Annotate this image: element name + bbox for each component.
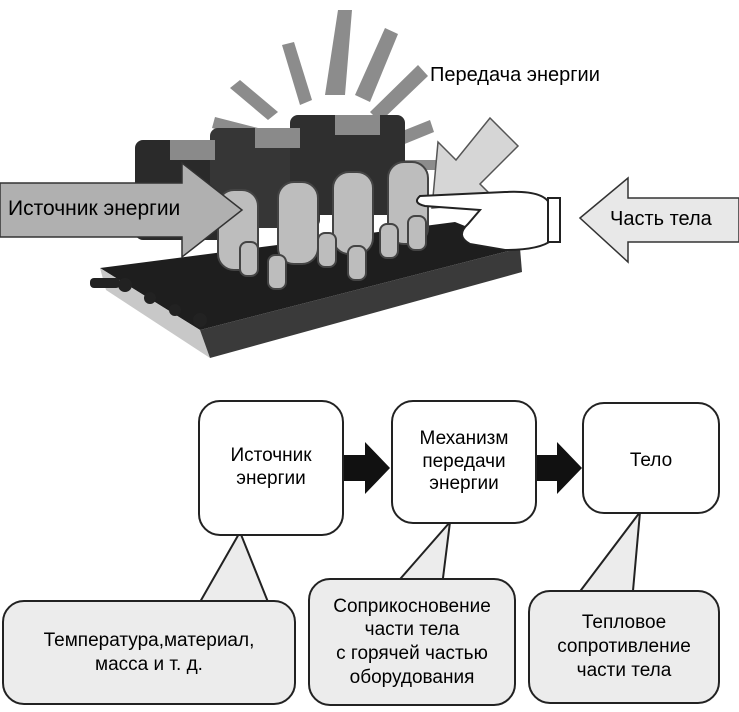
callout-mechanism: Соприкосновение части тела с горячей час… bbox=[308, 578, 516, 706]
flow-arrow-1 bbox=[342, 442, 390, 494]
callout-line: части тела bbox=[364, 619, 460, 641]
flow-box-body: Тело bbox=[582, 402, 720, 514]
flow-box-line: Тело bbox=[629, 450, 673, 471]
source-arrow bbox=[0, 161, 244, 259]
flow-box-line: энергии bbox=[429, 473, 499, 495]
callout-line: с горячей частью bbox=[336, 643, 488, 664]
flow-arrow-2 bbox=[535, 442, 582, 494]
body-part-label: Часть тела bbox=[610, 208, 712, 230]
callout-pointer-3 bbox=[569, 508, 642, 603]
callout-pointer-1 bbox=[198, 529, 270, 603]
callout-line: Температура,материал, bbox=[43, 629, 255, 651]
flow-box-source: Источник энергии bbox=[198, 400, 344, 536]
callout-line: оборудования bbox=[349, 666, 475, 688]
flow-box-mechanism: Механизм передачи энергии bbox=[391, 400, 537, 524]
transfer-label: Передача энергии bbox=[430, 64, 600, 86]
flow-box-line: передачи bbox=[422, 450, 506, 472]
body-part-arrow bbox=[578, 176, 739, 264]
callout-source: Температура,материал, масса и т. д. bbox=[2, 600, 296, 705]
callout-line: Соприкосновение bbox=[333, 595, 491, 617]
callout-body: Тепловое сопротивление части тела bbox=[528, 590, 720, 704]
callout-line: масса и т. д. bbox=[95, 653, 203, 675]
hand-icon bbox=[415, 190, 561, 252]
source-label: Источник энергии bbox=[8, 197, 181, 220]
flow-box-line: Механизм bbox=[419, 427, 509, 449]
callout-line: сопротивление bbox=[557, 636, 691, 658]
flow-box-line: энергии bbox=[236, 468, 306, 489]
flow-box-line: Источник bbox=[230, 445, 312, 467]
callout-line: части тела bbox=[576, 659, 672, 681]
callout-line: Тепловое bbox=[581, 612, 667, 634]
